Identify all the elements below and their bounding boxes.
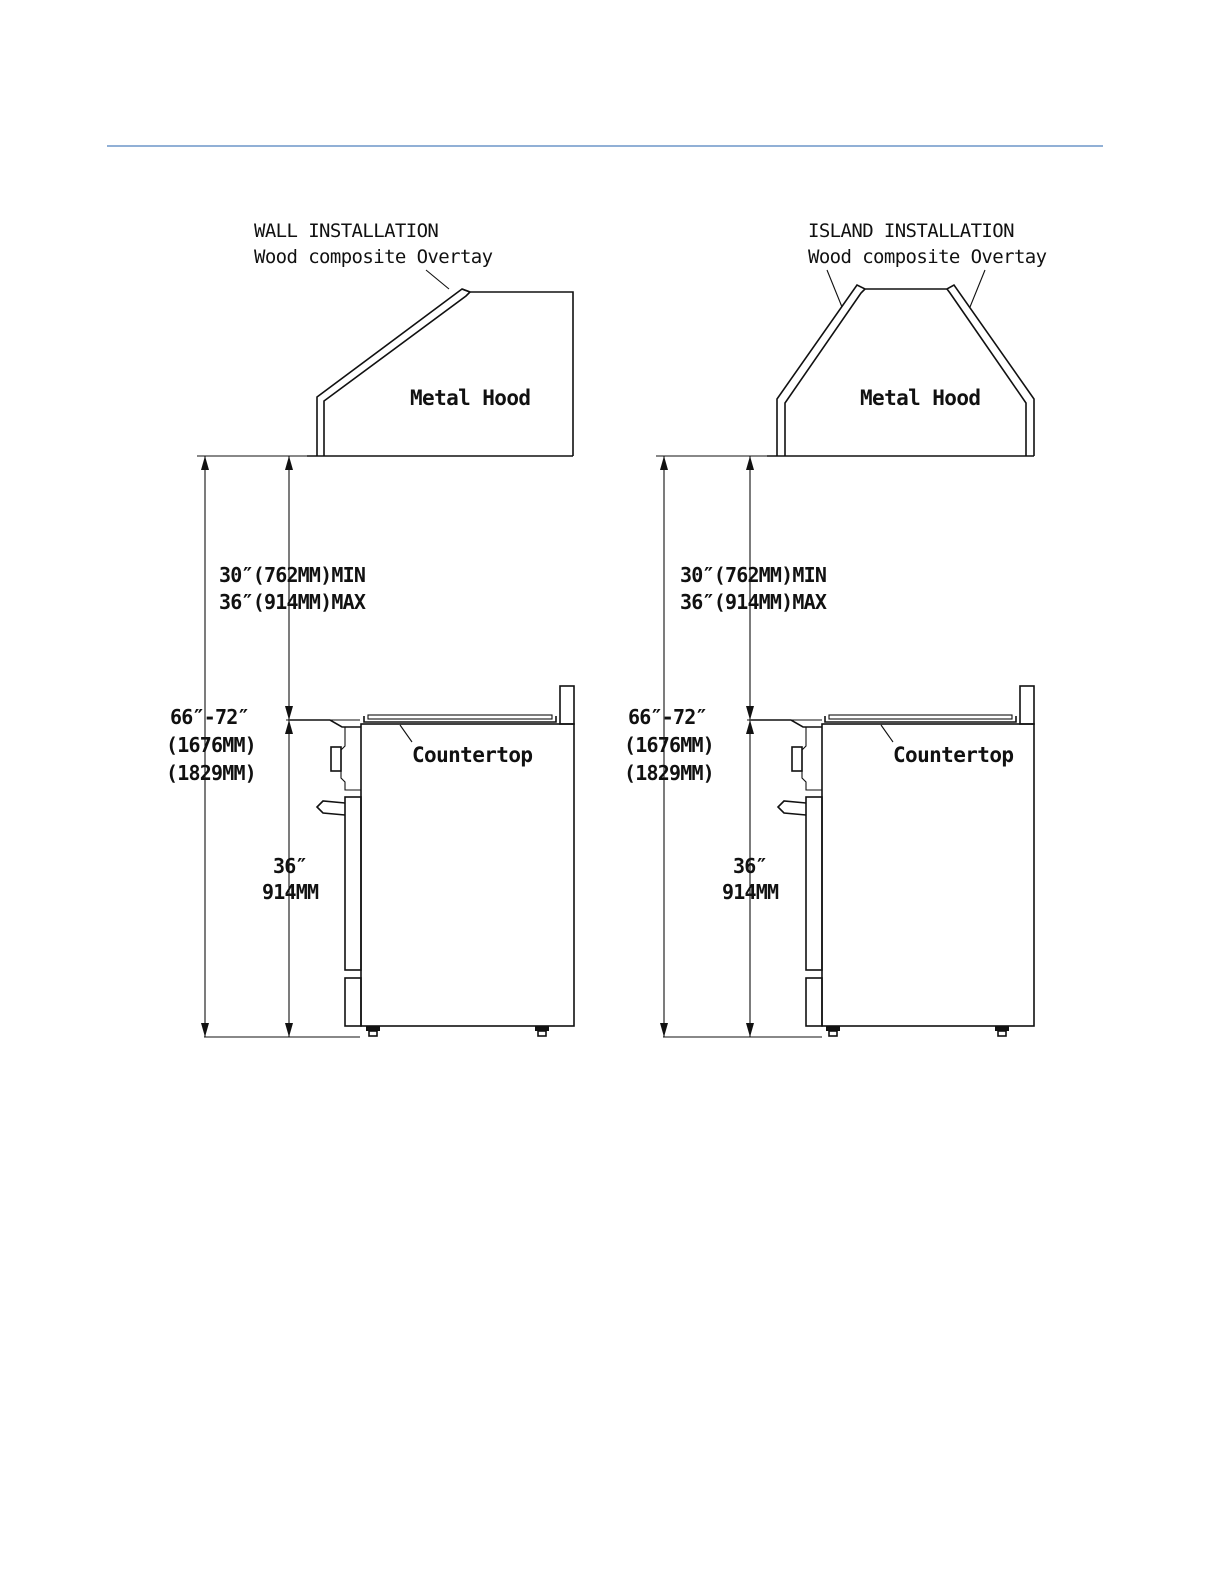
wall-counter-leader xyxy=(400,725,412,742)
island-overlay-leader-left xyxy=(827,270,842,307)
island-counter-leader xyxy=(881,725,893,742)
wall-hood-label: Metal Hood xyxy=(410,386,530,410)
island-countertop-label: Countertop xyxy=(893,743,1013,767)
wall-counter-height-mm: 914MM xyxy=(262,880,319,904)
island-total-mm-high: (1829MM) xyxy=(624,761,714,785)
island-counter-height: 36″ xyxy=(733,854,767,878)
wall-countertop-label: Countertop xyxy=(412,743,532,767)
wall-clearance-min: 30″(762MM)MIN xyxy=(219,563,365,587)
wall-installation-diagram: WALL INSTALLATION Wood composite Overtay… xyxy=(166,220,574,1037)
island-overlay-label: Wood composite Overtay xyxy=(808,246,1047,268)
island-total-mm-low: (1676MM) xyxy=(624,733,714,757)
island-clearance-min: 30″(762MM)MIN xyxy=(680,563,826,587)
island-total-range: 66″-72″ xyxy=(628,705,707,729)
island-overlay-leader-right xyxy=(970,270,985,307)
wall-total-range: 66″-72″ xyxy=(170,705,249,729)
island-clearance-max: 36″(914MM)MAX xyxy=(680,590,827,614)
wall-range-unit xyxy=(290,686,574,1036)
island-installation-diagram: ISLAND INSTALLATION Wood composite Overt… xyxy=(624,220,1047,1037)
wall-total-mm-high: (1829MM) xyxy=(166,761,256,785)
island-counter-height-mm: 914MM xyxy=(722,880,779,904)
island-metal-hood xyxy=(767,285,1034,456)
island-hood-label: Metal Hood xyxy=(860,386,980,410)
wall-total-mm-low: (1676MM) xyxy=(166,733,256,757)
island-title: ISLAND INSTALLATION xyxy=(808,220,1014,242)
wall-counter-height: 36″ xyxy=(273,854,307,878)
wall-metal-hood xyxy=(307,289,573,456)
wall-overlay-leader xyxy=(426,270,449,289)
island-range-unit xyxy=(751,686,1034,1036)
wall-title: WALL INSTALLATION xyxy=(254,220,438,242)
wall-clearance-max: 36″(914MM)MAX xyxy=(219,590,366,614)
wall-overlay-label: Wood composite Overtay xyxy=(254,246,493,268)
